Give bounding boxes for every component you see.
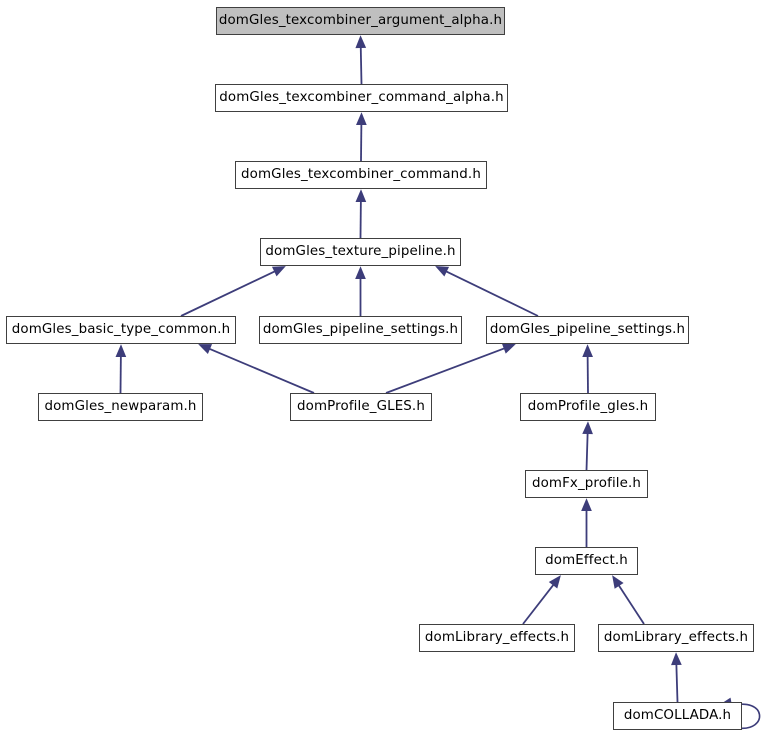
edge-domfx-profile-to-domprofile-gles	[582, 421, 593, 471]
node-label: domFx_profile.h	[531, 476, 642, 492]
node-domgles-texcombiner-argument-alpha[interactable]: domGles_texcombiner_argument_alpha.h	[216, 7, 505, 35]
node-domlibrary-effects[interactable]: domLibrary_effects.h	[419, 624, 575, 652]
arrowhead	[612, 575, 624, 589]
node-label: domGles_pipeline_settings.h	[489, 322, 686, 338]
node-label: domGles_basic_type_common.h	[11, 322, 231, 338]
edge-domprofile-gles-to-domgles-basic-type-common	[198, 344, 315, 394]
edge-domeffect-to-domfx-profile	[581, 498, 592, 547]
edge-line	[522, 582, 556, 625]
node-label: domGles_texcombiner_argument_alpha.h	[218, 13, 503, 29]
node-domgles-texcombiner-command[interactable]: domGles_texcombiner_command.h	[235, 161, 487, 189]
node-domprofile-gles[interactable]: domProfile_gles.h	[520, 393, 656, 421]
node-label: domCOLLADA.h	[623, 708, 732, 724]
node-label: domLibrary_effects.h	[424, 630, 570, 646]
edge-line	[616, 583, 645, 625]
node-label: domGles_newparam.h	[44, 399, 197, 415]
edge-domgles-newparam-to-domgles-basic-type-common	[115, 344, 127, 394]
edge-line	[444, 269, 539, 317]
arrowhead	[582, 344, 593, 358]
node-domeffect[interactable]: domEffect.h	[535, 547, 638, 575]
edge-line	[385, 346, 507, 394]
arrowhead	[198, 344, 213, 354]
node-label: domGles_pipeline_settings.h	[262, 322, 459, 338]
edge-domgles-basic-type-common-to-domgles-texture-pipeline	[180, 266, 286, 317]
edge-domprofile-gles-to-domgles-pipeline-settings	[385, 343, 516, 394]
arrowhead	[115, 344, 127, 358]
node-label: domLibrary_effects.h	[603, 630, 749, 646]
node-domgles-texcombiner-command-alpha[interactable]: domGles_texcombiner_command_alpha.h	[215, 84, 508, 112]
node-label: domProfile_GLES.h	[297, 399, 425, 415]
edge-domgles-texture-pipeline-to-domgles-texcombiner-command	[355, 189, 367, 239]
node-domgles-pipeline-settings[interactable]: domGles_pipeline_settings.h	[486, 316, 689, 344]
arrowhead	[355, 35, 367, 49]
node-domgles-texture-pipeline[interactable]: domGles_texture_pipeline.h	[260, 238, 461, 266]
node-domprofile-gles[interactable]: domProfile_GLES.h	[290, 393, 432, 421]
node-label: domEffect.h	[545, 553, 628, 569]
edge-domgles-pipeline-settings-to-domgles-texture-pipeline	[355, 266, 366, 316]
node-domlibrary-effects[interactable]: domLibrary_effects.h	[598, 624, 754, 652]
node-label: domProfile_gles.h	[527, 399, 649, 415]
arrowhead	[582, 421, 593, 435]
edge-line	[675, 662, 679, 703]
node-domgles-pipeline-settings[interactable]: domGles_pipeline_settings.h	[259, 316, 462, 344]
edge-domlibrary-effects-to-domeffect	[612, 575, 645, 625]
edge-line	[207, 347, 315, 394]
node-label: domGles_texcombiner_command.h	[241, 167, 481, 183]
edge-domcollada-to-domlibrary-effects	[671, 652, 682, 703]
edge-line	[180, 269, 277, 317]
node-label: domGles_texture_pipeline.h	[265, 244, 456, 260]
arrowhead	[355, 266, 366, 279]
arrowhead	[671, 652, 682, 666]
arrowhead	[271, 266, 286, 277]
edge-domgles-texcombiner-command-alpha-to-domgles-texcombiner-argument-alpha	[355, 35, 367, 85]
arrowhead	[355, 189, 367, 203]
edge-domgles-texcombiner-command-to-domgles-texcombiner-command-alpha	[356, 112, 367, 162]
node-domfx-profile[interactable]: domFx_profile.h	[525, 470, 648, 498]
edge-line	[585, 431, 589, 471]
node-domcollada[interactable]: domCOLLADA.h	[613, 702, 742, 730]
arrowhead	[548, 575, 561, 589]
arrowhead	[581, 498, 592, 511]
edge-domgles-pipeline-settings-to-domgles-texture-pipeline	[435, 266, 539, 317]
node-domgles-basic-type-common[interactable]: domGles_basic_type_common.h	[6, 316, 236, 344]
arrowhead	[501, 343, 516, 354]
edge-domlibrary-effects-to-domeffect	[522, 575, 561, 625]
arrowhead	[435, 266, 450, 277]
edge-line	[359, 45, 363, 85]
arrowhead	[356, 112, 367, 126]
node-domgles-newparam[interactable]: domGles_newparam.h	[38, 393, 203, 421]
edge-domprofile-gles-to-domgles-pipeline-settings	[582, 344, 593, 394]
node-label: domGles_texcombiner_command_alpha.h	[219, 90, 504, 106]
